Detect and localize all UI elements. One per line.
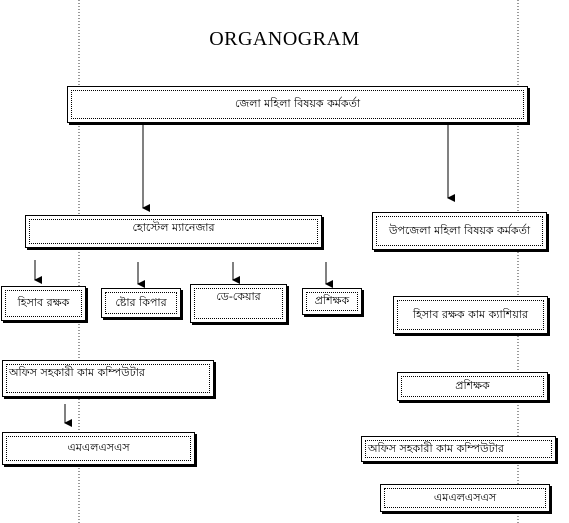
label-mlss-left: এমএলএসএস <box>67 441 130 455</box>
label-office-assistant-right: অফিস সহকারী কাম কম্পিউটার <box>368 441 504 455</box>
box-inner-frame <box>401 376 544 397</box>
box-district-officer: জেলা মহিলা বিষয়ক কর্মকর্তা <box>67 86 528 123</box>
label-daycare: ডে-কেয়ার <box>216 290 261 303</box>
label-store-keeper: ষ্টোর কিপার <box>115 295 167 309</box>
label-upazila-officer: উপজেলা মহিলা বিষয়ক কর্মকর্তা <box>388 223 531 237</box>
label-home-manager: হোস্টেল ম্যানেজার <box>132 221 215 234</box>
box-inner-frame <box>6 436 191 461</box>
box-inner-frame <box>29 219 318 244</box>
label-accountant: হিসাব রক্ষক <box>17 296 70 310</box>
label-district-officer: জেলা মহিলা বিষয়ক কর্মকর্তা <box>234 97 361 111</box>
box-home-manager: হোস্টেল ম্যানেজার <box>25 215 322 248</box>
label-mlss-right: এমএলএসএস <box>433 490 497 504</box>
box-mlss-right: এমএলএসএস <box>380 484 550 512</box>
box-inner-frame <box>194 288 283 319</box>
box-upazila-officer: উপজেলা মহিলা বিষয়ক কর্মকর্তা <box>372 212 547 250</box>
box-inner-frame <box>6 364 210 393</box>
box-inner-frame <box>5 290 82 317</box>
box-inner-frame <box>306 292 358 311</box>
page-title: ORGANOGRAM <box>209 28 360 50</box>
box-mlss-left: এমএলএসএস <box>2 432 195 465</box>
label-trainer-right: প্রশিক্ষক <box>455 379 490 393</box>
box-inner-frame <box>71 90 524 119</box>
box-inner-frame <box>376 216 543 246</box>
box-accountant: হিসাব রক্ষক <box>1 286 86 321</box>
box-office-assistant-right: অফিস সহকারী কাম কম্পিউটার <box>361 436 556 462</box>
box-store-keeper: ষ্টোর কিপার <box>101 288 181 318</box>
label-accountant-cum-cashier: হিসাব রক্ষক কাম ক্যাশিয়ার <box>412 307 529 321</box>
label-trainer-left: প্রশিক্ষক <box>314 294 350 308</box>
box-office-assistant-left: অফিস সহকারী কাম কম্পিউটার <box>2 360 214 397</box>
box-inner-frame <box>105 292 177 314</box>
box-inner-frame <box>365 440 552 458</box>
box-accountant-cum-cashier: হিসাব রক্ষক কাম ক্যাশিয়ার <box>393 296 548 334</box>
box-inner-frame <box>397 300 544 330</box>
box-trainer-left: প্রশিক্ষক <box>302 288 362 315</box>
box-daycare: ডে-কেয়ার <box>190 284 287 323</box>
box-inner-frame <box>384 488 546 508</box>
label-office-assistant-left: অফিস সহকারী কাম কম্পিউটার <box>9 366 145 379</box>
box-trainer-right: প্রশিক্ষক <box>397 372 548 401</box>
